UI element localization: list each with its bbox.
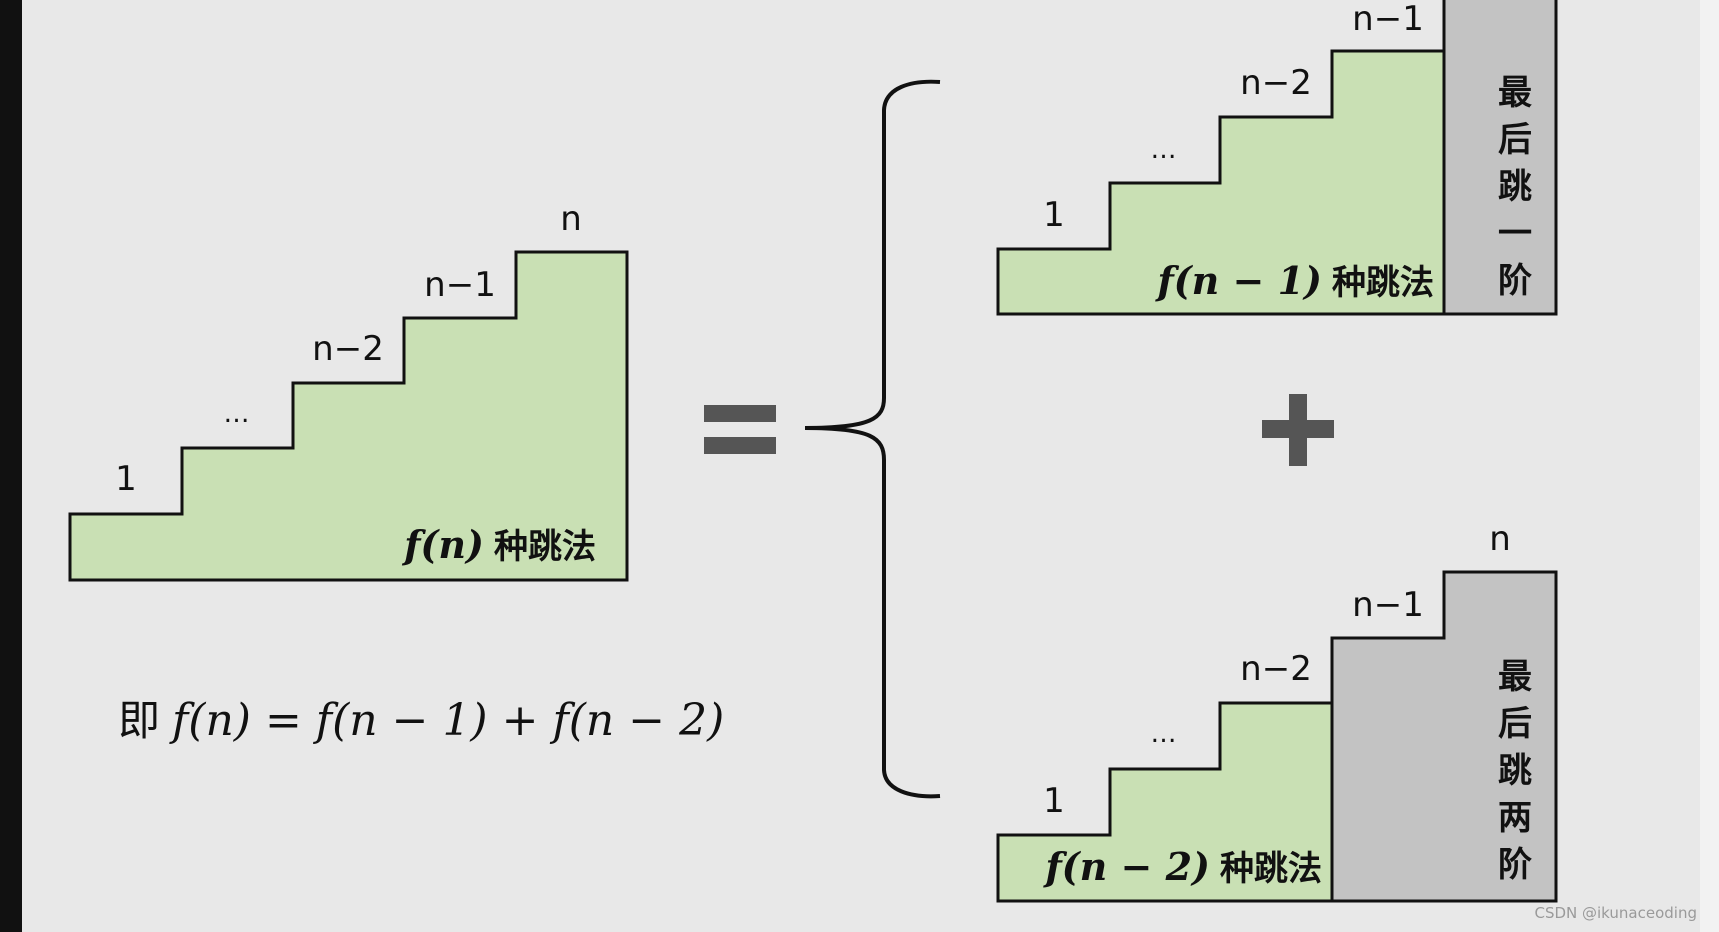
bottom-right-last-steps: [1330, 570, 1558, 903]
bottom-right-vertical-char-3: 跳: [1498, 751, 1532, 791]
left-stairs-shape: [68, 250, 629, 582]
top-right-vertical-char-5: 阶: [1498, 261, 1532, 301]
left-formula-math: f(n): [401, 522, 484, 567]
equals-bar-bottom: [704, 437, 776, 454]
top-right-vertical-char-1: 最: [1498, 73, 1532, 113]
equals-sign: =: [704, 405, 776, 454]
curly-brace: [804, 79, 941, 799]
top-right-formula: f(n − 1)种跳法: [1154, 258, 1434, 303]
top-right-stairs-shape: [996, 49, 1446, 316]
bottom-right-formula-suffix: 种跳法: [1220, 849, 1322, 889]
left-formula-suffix: 种跳法: [494, 527, 596, 567]
equation-math: f(n) = f(n − 1) + f(n − 2): [169, 695, 724, 746]
left-label-n-minus-2: n−2: [312, 329, 384, 369]
left-formula: f(n)种跳法: [401, 522, 596, 567]
bottom-right-vertical-char-1: 最: [1498, 657, 1532, 697]
bottom-right-label-1: 1: [1043, 781, 1065, 821]
left-label-n-minus-1: n−1: [424, 265, 496, 305]
top-right-vertical-char-2: 后: [1498, 120, 1532, 160]
top-right-label-1: 1: [1043, 195, 1065, 235]
top-right-last-step: [1442, 0, 1558, 316]
bottom-right-vertical-char-4: 两: [1498, 798, 1532, 838]
left-label-dots: …: [224, 399, 253, 429]
top-right-label-dots: …: [1151, 135, 1180, 165]
left-staircase: 1 … n−2 n−1 n f(n)种跳法: [68, 199, 629, 582]
right-edge-strip: [1700, 0, 1719, 932]
bottom-right-label-n-minus-1: n−1: [1352, 585, 1424, 625]
left-label-n: n: [560, 199, 582, 239]
bottom-right-label-n-minus-2: n−2: [1240, 649, 1312, 689]
top-right-vertical-char-4: 一: [1498, 214, 1532, 254]
bottom-right-formula-math: f(n − 2): [1042, 844, 1210, 889]
bottom-right-staircase: 1 … n−2 n−1 n f(n − 2)种跳法 最 后 跳 两 阶: [996, 519, 1558, 903]
bottom-right-formula: f(n − 2)种跳法: [1042, 844, 1322, 889]
top-right-formula-suffix: 种跳法: [1332, 263, 1434, 303]
top-right-label-n-minus-1: n−1: [1352, 0, 1424, 39]
plus-bar-vertical: [1289, 394, 1307, 466]
left-label-1: 1: [115, 459, 137, 499]
bottom-right-label-n: n: [1489, 519, 1511, 559]
equals-bar-top: [704, 405, 776, 422]
bottom-right-stairs-shape: [996, 701, 1334, 903]
top-right-staircase: 1 … n−2 n−1 f(n − 1)种跳法 最 后 跳 一 阶: [996, 0, 1558, 316]
equation-prefix: 即: [118, 696, 160, 745]
left-edge-bar: [0, 0, 22, 932]
top-right-formula-math: f(n − 1): [1154, 258, 1322, 303]
bottom-right-label-dots: …: [1151, 719, 1180, 749]
bottom-right-vertical-char-2: 后: [1498, 704, 1532, 744]
watermark: CSDN @ikunaceoding: [1534, 904, 1697, 922]
top-right-vertical-char-3: 跳: [1498, 167, 1532, 207]
bottom-right-vertical-char-5: 阶: [1498, 845, 1532, 885]
plus-sign: +: [1262, 394, 1334, 466]
top-right-label-n-minus-2: n−2: [1240, 63, 1312, 103]
